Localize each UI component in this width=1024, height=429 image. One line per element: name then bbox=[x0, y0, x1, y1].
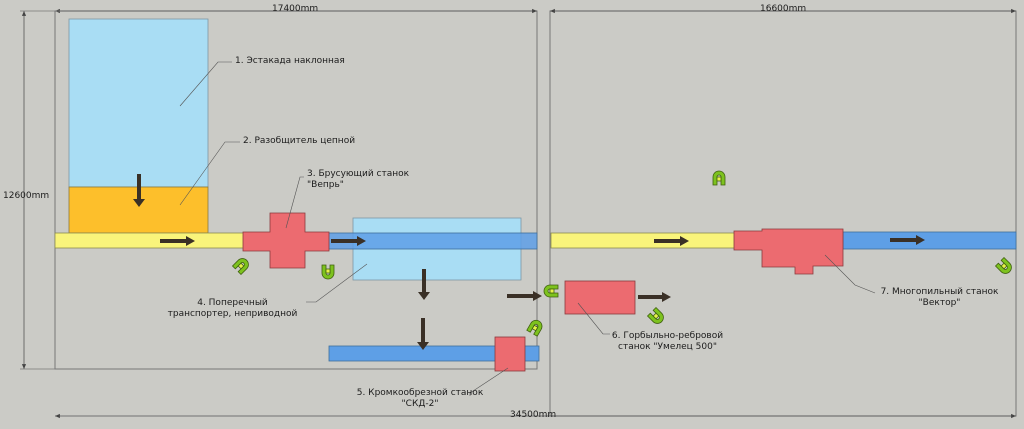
roller-yellow-left bbox=[54, 232, 246, 249]
arrow-down-3 bbox=[417, 318, 429, 350]
label-skd2-line1: 5. Кромкообрезной станок bbox=[356, 388, 484, 398]
label-vektor-line2: "Вектор" bbox=[918, 298, 961, 308]
operator-icon bbox=[526, 319, 543, 337]
label-skd2-line2: "СКД-2" bbox=[401, 399, 439, 409]
arrow-right-6 bbox=[638, 292, 671, 302]
dim-height-text: 12600mm bbox=[3, 191, 50, 201]
machine-umelets bbox=[564, 280, 636, 315]
label-umelets-line2: станок "Умелец 500" bbox=[618, 342, 717, 352]
label-veper-line1: 3. Брусующий станок bbox=[307, 169, 410, 179]
trestle bbox=[68, 18, 209, 188]
flow-arrows bbox=[133, 174, 925, 350]
dim-right-text: 16600mm bbox=[760, 4, 807, 14]
label-separator: 2. Разобщитель цепной bbox=[243, 136, 356, 146]
machine-skd2 bbox=[494, 336, 526, 372]
machine-vektor bbox=[733, 228, 844, 275]
machine-veper bbox=[242, 212, 330, 269]
roller-blue-right bbox=[842, 231, 1017, 250]
operator-icon bbox=[994, 256, 1012, 274]
arrow-right-1 bbox=[160, 236, 195, 246]
dim-left-text: 17400mm bbox=[272, 4, 319, 14]
arrow-down-2 bbox=[418, 269, 430, 300]
label-transporter-line1: 4. Поперечный bbox=[197, 298, 268, 308]
dim-total-text: 34500mm bbox=[510, 410, 557, 420]
roller-yellow-right bbox=[550, 232, 737, 249]
operator-icon bbox=[543, 284, 559, 298]
arrow-right-4 bbox=[890, 235, 925, 245]
operator-icon bbox=[231, 258, 249, 276]
label-trestle: 1. Эстакада наклонная bbox=[235, 56, 345, 66]
operator-icon bbox=[646, 306, 664, 324]
arrow-right-5 bbox=[507, 291, 542, 301]
label-transporter-line2: транспортер, неприводной bbox=[167, 309, 298, 319]
operator-icon bbox=[321, 264, 335, 280]
operator-icons bbox=[231, 170, 1012, 337]
leader-lines bbox=[179, 61, 876, 396]
right-zone-outline bbox=[549, 10, 1017, 417]
label-veper-line2: "Вепрь" bbox=[307, 180, 344, 190]
label-vektor-line1: 7. Многопильный станок bbox=[880, 287, 999, 297]
arrow-down-1 bbox=[133, 174, 145, 207]
label-umelets-line1: 6. Горбыльно-ребровой bbox=[611, 331, 724, 341]
arrow-right-2 bbox=[331, 236, 366, 246]
roller-blue-edger bbox=[328, 345, 540, 362]
arrow-right-3 bbox=[654, 236, 689, 246]
operator-icon bbox=[712, 170, 726, 186]
